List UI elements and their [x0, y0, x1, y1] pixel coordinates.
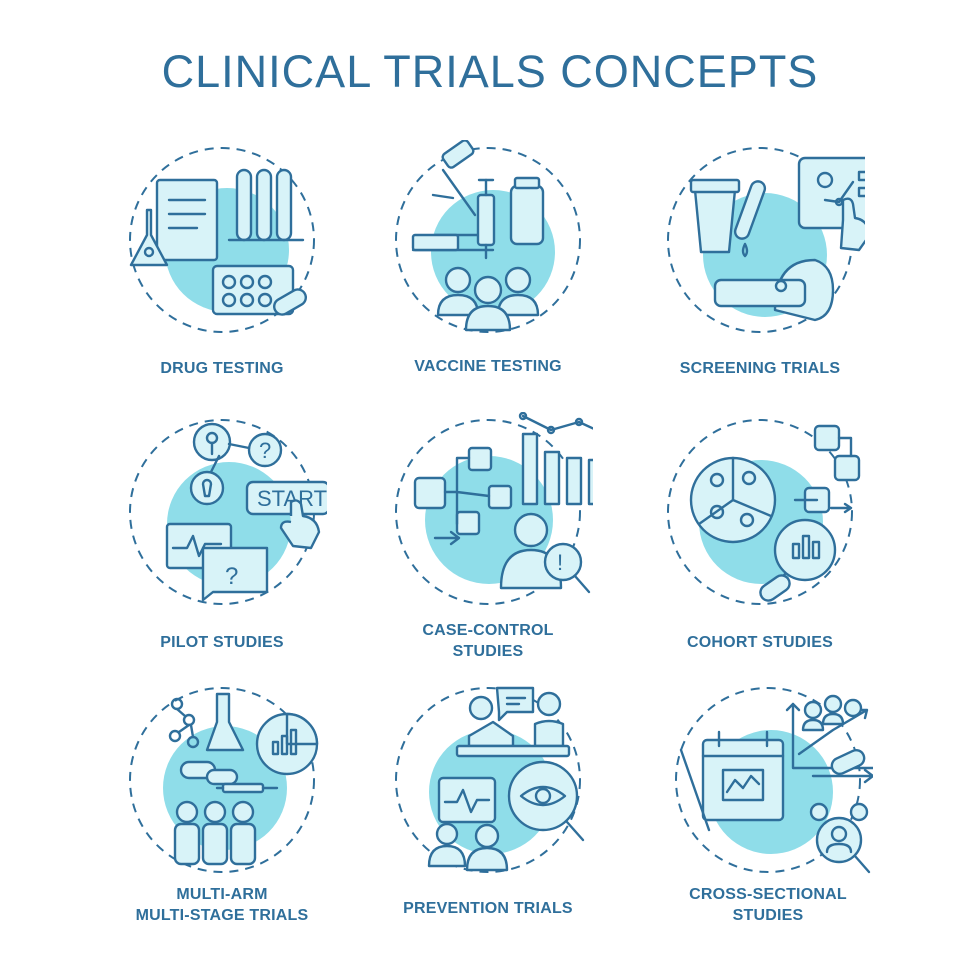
page-title: CLINICAL TRIALS CONCEPTS: [161, 46, 819, 97]
prevention-trials-icon: [383, 680, 593, 890]
cross-sectional-studies-icon: [663, 680, 873, 890]
concept-case-control-studies: ! CASE-CONTROL STUDIES: [348, 412, 628, 662]
concept-label: MULTI-ARM MULTI-STAGE TRIALS: [135, 886, 309, 924]
concept-label: PREVENTION TRIALS: [403, 900, 573, 917]
concept-cohort-studies: COHORT STUDIES: [620, 412, 900, 657]
concept-multi-arm-multi-stage-trials: MULTI-ARM MULTI-STAGE TRIALS: [82, 680, 362, 940]
vaccine-testing-icon: [383, 140, 593, 350]
concept-label: PILOT STUDIES: [160, 634, 284, 651]
concept-label: CASE-CONTROL STUDIES: [422, 622, 554, 660]
svg-text:?: ?: [259, 438, 271, 463]
concept-screening-trials: SCREENING TRIALS: [620, 140, 900, 380]
concept-prevention-trials: PREVENTION TRIALS: [348, 680, 628, 930]
svg-text:!: !: [557, 550, 563, 575]
concept-vaccine-testing: VACCINE TESTING: [348, 140, 628, 380]
concept-label: SCREENING TRIALS: [679, 360, 841, 377]
concept-label: CROSS-SECTIONAL STUDIES: [689, 886, 847, 924]
multi-arm-multi-stage-trials-icon: [117, 680, 327, 890]
cohort-studies-icon: [655, 412, 865, 622]
case-control-studies-icon: !: [383, 412, 593, 622]
svg-text:?: ?: [225, 563, 238, 590]
screening-trials-icon: [655, 140, 865, 350]
concept-label: COHORT STUDIES: [687, 634, 833, 651]
concept-pilot-studies: ? START ? PILOT STUDIES: [82, 412, 362, 657]
concept-drug-testing: DRUG TESTING: [82, 140, 362, 380]
drug-testing-icon: [117, 140, 327, 350]
concept-label: DRUG TESTING: [160, 360, 284, 377]
pilot-studies-icon: ? START ?: [117, 412, 327, 622]
concept-label: VACCINE TESTING: [414, 358, 562, 375]
concept-cross-sectional-studies: CROSS-SECTIONAL STUDIES: [628, 680, 908, 940]
